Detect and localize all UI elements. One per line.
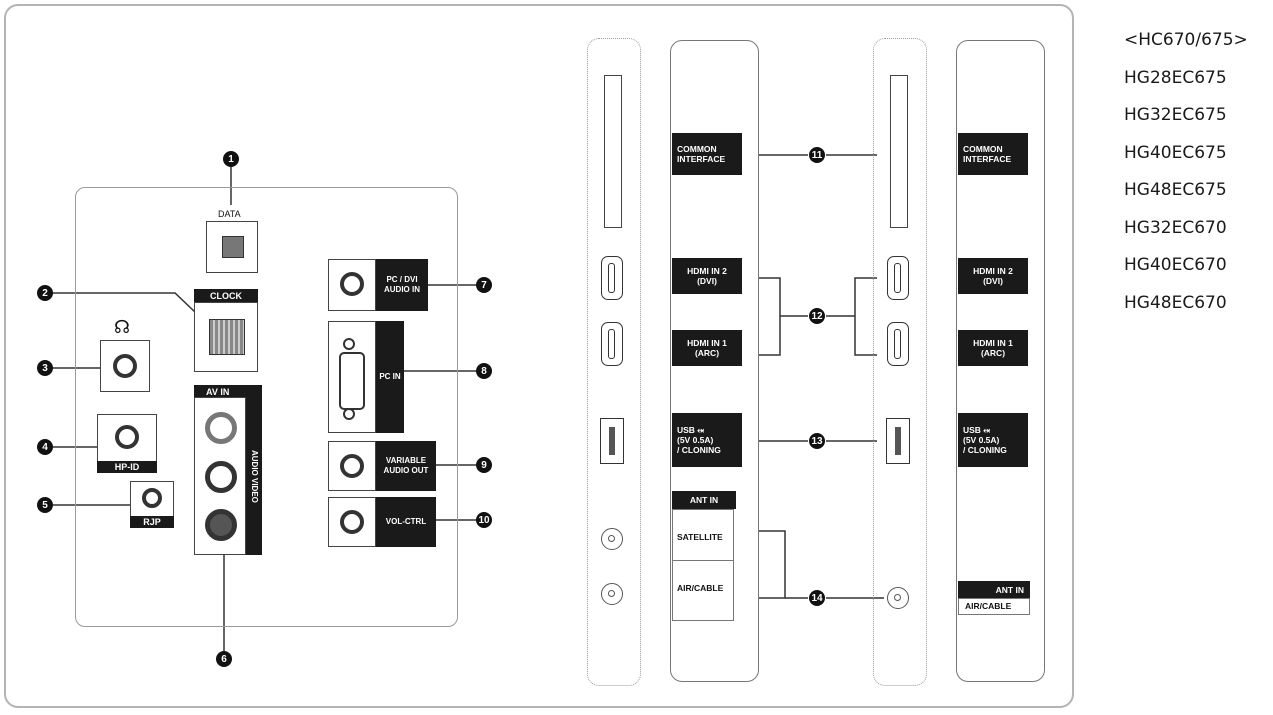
vol-ctrl-label: VOL-CTRL [376, 497, 436, 547]
callout-11: 11 [809, 147, 825, 163]
model-list: <HC670/675> HG28EC675 HG32EC675 HG40EC67… [1124, 22, 1248, 322]
hdmi-port-2-b [887, 256, 909, 300]
ant-in-label-b: ANT IN [958, 581, 1030, 599]
hdmi2-label-a: HDMI IN 2 (DVI) [672, 258, 742, 294]
callout-2: 2 [37, 285, 53, 301]
terminal-panel-a [670, 40, 759, 682]
model-item: HG40EC670 [1124, 255, 1227, 275]
usb-port-b [886, 418, 910, 464]
satellite-label: SATELLITE [677, 532, 723, 542]
pc-in-label: PC IN [376, 321, 404, 433]
hdmi1-label-a: HDMI IN 1 (ARC) [672, 330, 742, 366]
ant-in-label-a: ANT IN [672, 491, 736, 509]
common-interface-label-a: COMMON INTERFACE [672, 133, 742, 175]
headphone-port [100, 340, 150, 392]
model-item: HG48EC670 [1124, 292, 1227, 313]
data-port [206, 221, 258, 273]
rjp-port [130, 481, 174, 517]
air-cable-label-a: AIR/CABLE [677, 583, 724, 593]
satellite-coax-port [601, 528, 623, 550]
rjp-label: RJP [130, 516, 174, 528]
ci-slot-a [604, 75, 622, 228]
pc-dvi-audio-port [328, 259, 376, 311]
ant-in-box-a [672, 509, 734, 621]
callout-14: 14 [809, 590, 825, 606]
model-item: HG32EC675 [1124, 105, 1227, 125]
hdmi2-label-b: HDMI IN 2 (DVI) [958, 258, 1028, 294]
callout-13: 13 [809, 433, 825, 449]
callout-5: 5 [37, 497, 53, 513]
hdmi1-label-b: HDMI IN 1 (ARC) [958, 330, 1028, 366]
side-view-strip-a [587, 38, 641, 686]
av-in-port [194, 397, 246, 555]
callout-12: 12 [809, 308, 825, 324]
callout-10: 10 [476, 512, 492, 528]
callout-4: 4 [37, 439, 53, 455]
vol-ctrl-port [328, 497, 376, 547]
callout-7: 7 [476, 277, 492, 293]
model-item: HG32EC670 [1124, 217, 1227, 238]
callout-8: 8 [476, 363, 492, 379]
callout-9: 9 [476, 457, 492, 473]
diagram-frame [4, 4, 1074, 708]
common-interface-label-b: COMMON INTERFACE [958, 133, 1028, 175]
clock-port-label: CLOCK [194, 289, 258, 302]
hdmi-port-2-a [601, 256, 623, 300]
air-cable-box-b: AIR/CABLE [958, 598, 1030, 615]
av-side-label: AUDIO VIDEO [246, 397, 262, 555]
side-view-strip-b [873, 38, 927, 686]
hdmi-port-1-b [887, 322, 909, 366]
model-item: HG28EC675 [1124, 67, 1227, 88]
air-cable-coax-port-b [887, 587, 909, 609]
hdmi-port-1-a [601, 322, 623, 366]
variable-audio-port [328, 441, 376, 491]
data-port-label: DATA [218, 209, 241, 219]
pc-dvi-audio-label: PC / DVI AUDIO IN [376, 259, 428, 311]
callout-3: 3 [37, 360, 53, 376]
callout-1: 1 [223, 151, 239, 167]
pc-in-port [328, 321, 376, 433]
usb-label-a: USB ⬾ (5V 0.5A) / CLONING [672, 413, 742, 467]
hp-id-label: HP-ID [97, 461, 157, 473]
usb-port-a [600, 418, 624, 464]
rear-panel-left [75, 187, 458, 627]
model-item: HG48EC675 [1124, 180, 1227, 200]
model-list-header: <HC670/675> [1124, 30, 1248, 50]
av-side-text: AUDIO VIDEO [250, 449, 259, 503]
av-in-label: AV IN [194, 385, 262, 398]
ci-slot-b [890, 75, 908, 228]
variable-audio-label: VARIABLE AUDIO OUT [376, 441, 436, 491]
air-cable-label-b: AIR/CABLE [965, 601, 1012, 611]
headphone-icon: ☊ [114, 317, 130, 337]
clock-port [194, 302, 258, 372]
callout-6: 6 [216, 651, 232, 667]
air-cable-coax-port-a [601, 583, 623, 605]
hp-id-port [97, 414, 157, 462]
terminal-panel-b [956, 40, 1045, 682]
model-item: HG40EC675 [1124, 142, 1227, 163]
usb-label-b: USB ⬾ (5V 0.5A) / CLONING [958, 413, 1028, 467]
